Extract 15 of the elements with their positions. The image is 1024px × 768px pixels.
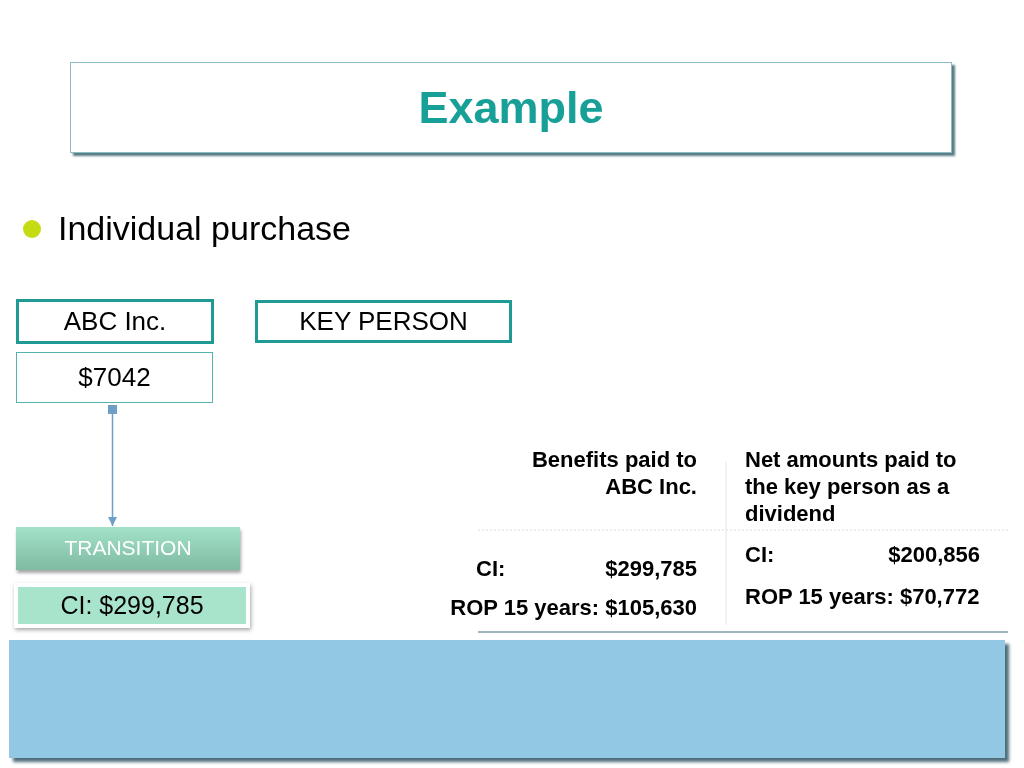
table-cell: CI: (745, 541, 775, 568)
table-cell: CI: (476, 555, 506, 582)
table-cell: ROP 15 years: $70,772 (745, 583, 980, 610)
slide-title: Example (418, 81, 604, 134)
table-cell-text: $200,856 (887, 541, 980, 568)
value-box: $7042 (16, 352, 213, 403)
table-cell-text: $299,785 (604, 555, 697, 582)
stage-banner: TRANSITION (16, 527, 240, 570)
column-header: Benefits paid to ABC Inc. (531, 446, 697, 500)
table-cell-text: ROP 15 years: $105,630 (449, 594, 697, 621)
arrow (108, 404, 117, 527)
column-header: Net amounts paid to the key person as a dividend (745, 446, 958, 527)
label-box: ABC Inc. (16, 299, 214, 344)
bullet-text: Individual purchase (58, 209, 351, 247)
label-box: KEY PERSON (255, 300, 512, 343)
